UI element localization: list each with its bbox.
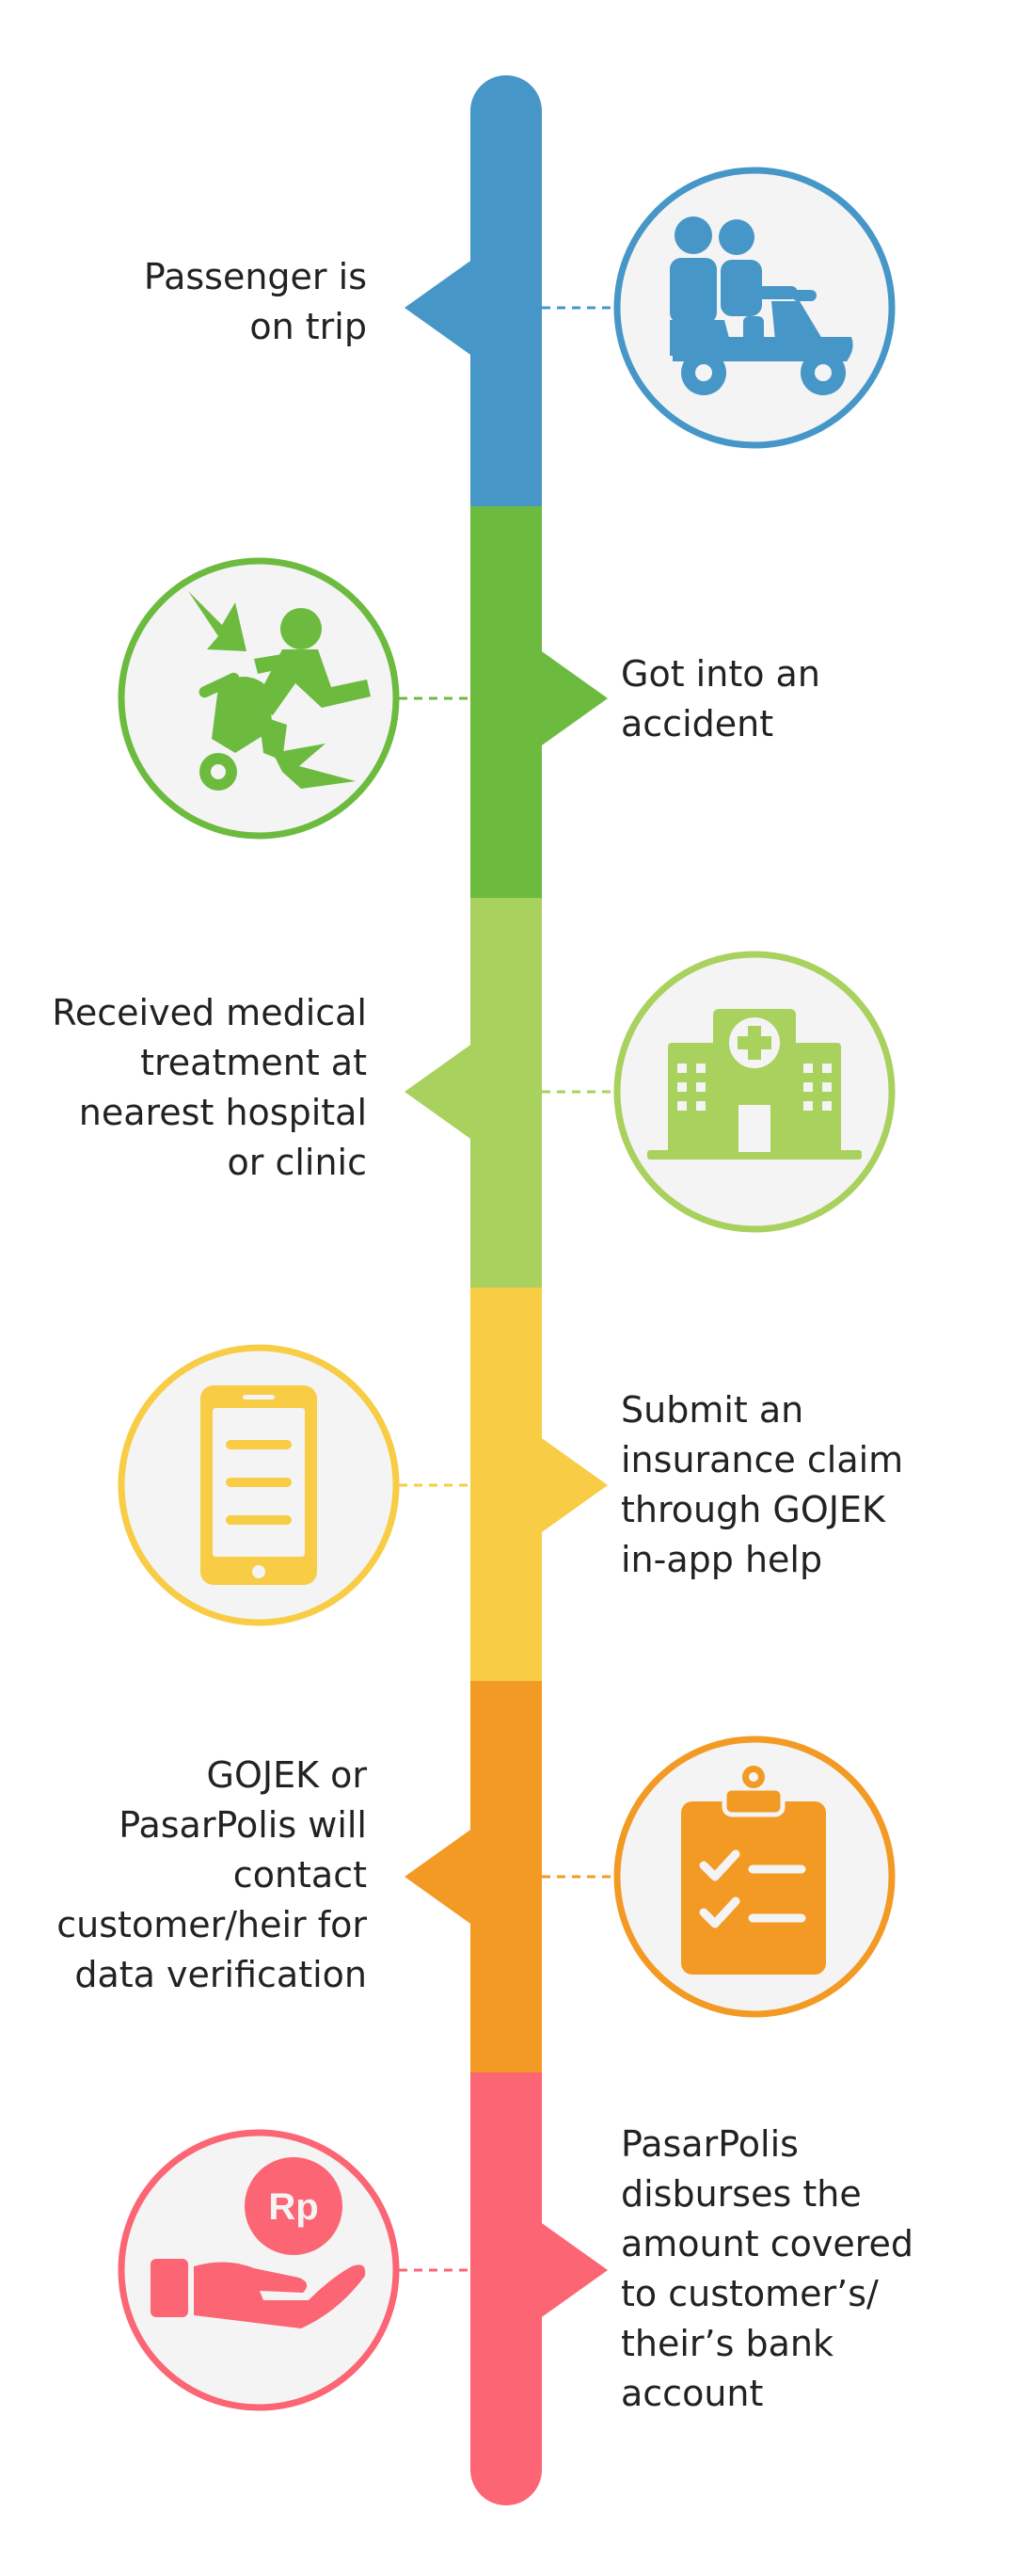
pointer-right-2 [532,645,608,752]
timeline-segment-2 [470,506,542,900]
step-4-text: Submit an insurance claim through GOJEK … [621,1389,904,1580]
timeline-segment-6 [470,2072,542,2505]
step-6-text: PasarPolis disburses the amount covered … [621,2123,913,2414]
scooter-passenger-icon [613,167,896,449]
pointer-left-1 [405,254,480,361]
clipboard-checklist-icon [613,1736,896,2018]
timeline-segment-4 [470,1288,542,1683]
pointer-right-4 [532,1432,608,1539]
rp-label: Rp [268,2186,318,2228]
step-1-text: Passenger is on trip [143,256,367,347]
timeline-segment-1-flat [470,282,542,508]
timeline-segment-5 [470,1681,542,2074]
timeline-bar [470,75,542,2505]
pointer-left-3 [405,1038,480,1145]
step-5-text: GOJEK or PasarPolis will contact custome… [56,1754,367,1995]
hospital-icon [613,951,896,1233]
pointer-right-6 [532,2216,608,2324]
accident-icon [118,557,400,840]
money-hand-icon: Rp [118,2129,400,2411]
step-2-text: Got into an accident [621,653,820,744]
step-3-text: Received medical treatment at nearest ho… [52,992,367,1183]
timeline-segment-3 [470,898,542,1289]
pointer-left-5 [405,1823,480,1930]
smartphone-icon [118,1344,400,1626]
